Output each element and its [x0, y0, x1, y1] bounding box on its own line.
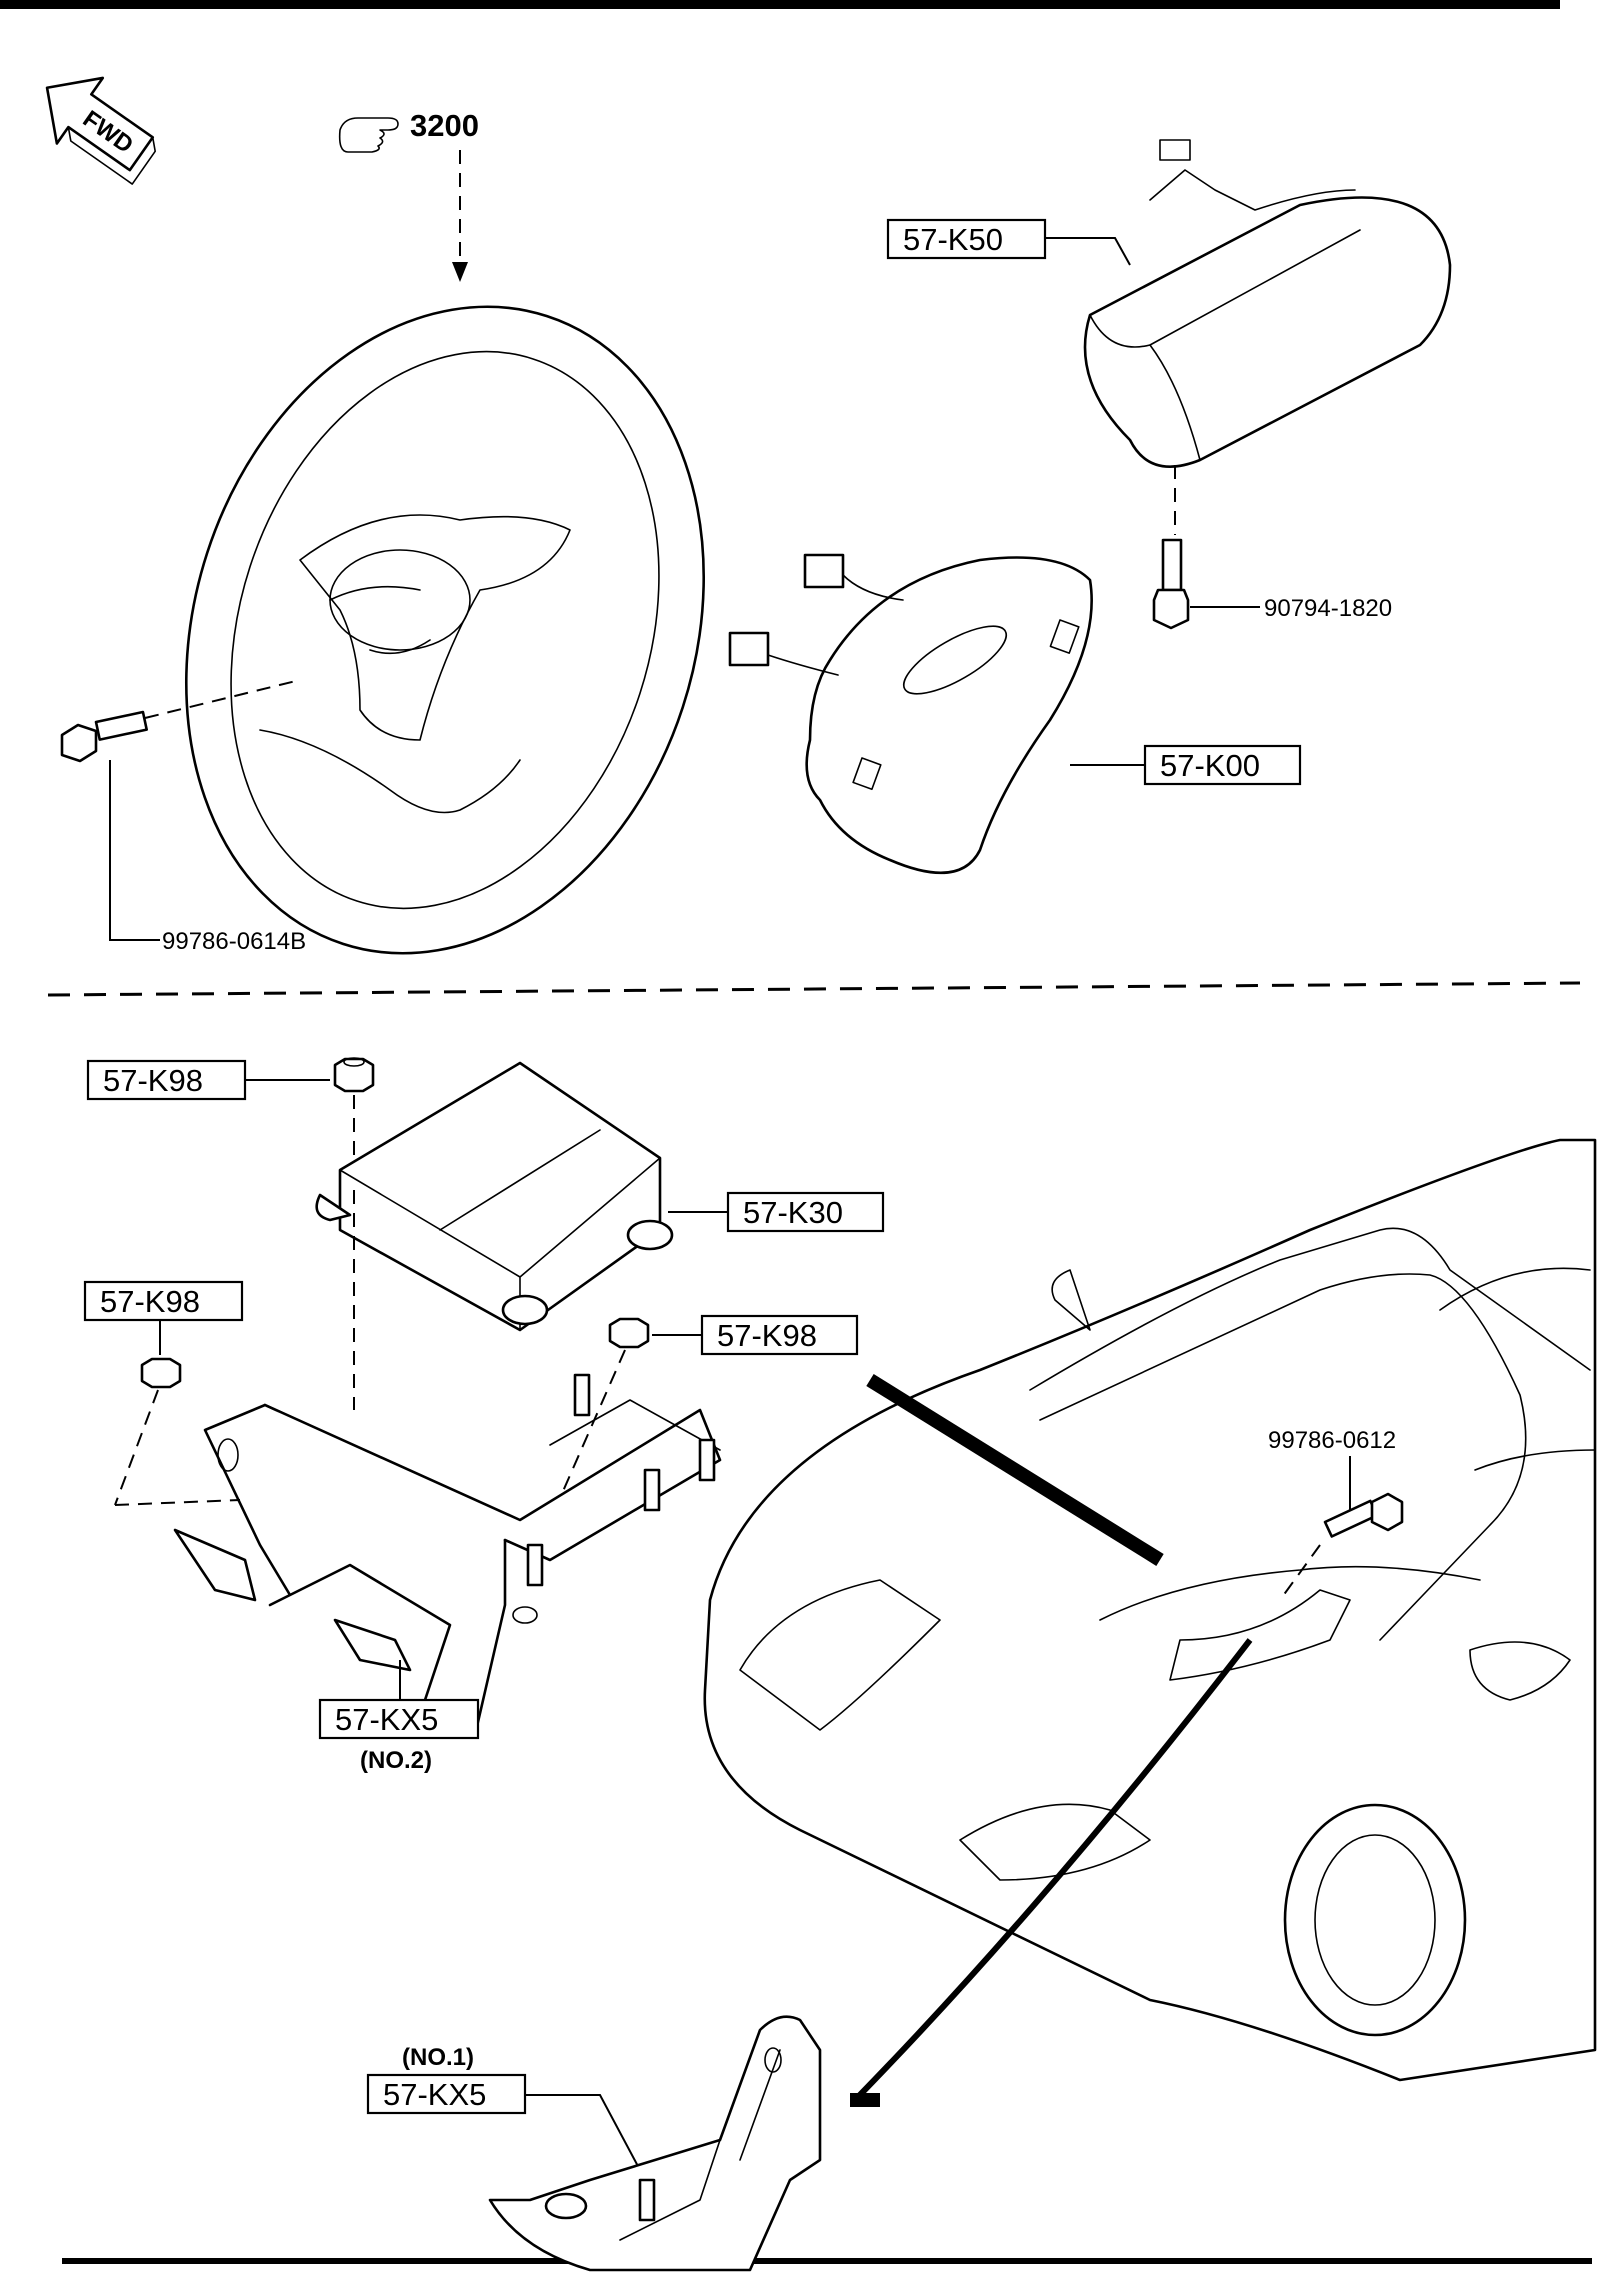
nut-left: 57-K98 [83, 1280, 244, 1506]
nut-right: 57-K98 [534, 1314, 859, 1556]
pointing-hand-icon [338, 117, 399, 153]
nut-right-label: 57-K98 [717, 1318, 817, 1353]
bracket-no2-note: (NO.2) [360, 1747, 432, 1774]
driver-airbag: 57-K00 [728, 553, 1302, 875]
bottom-border [62, 2258, 1592, 2264]
section-divider [47, 981, 1581, 997]
bracket-no1-note: (NO.1) [402, 2044, 474, 2071]
passenger-airbag-label: 57-K50 [903, 222, 1003, 257]
steering-wheel [184, 305, 706, 955]
control-module: 57-K30 [315, 1061, 885, 1332]
reference-number: 3200 [410, 108, 479, 143]
bracket-bolt-label: 99786-0612 [1268, 1427, 1396, 1454]
passenger-bolt-label: 90794-1820 [1264, 595, 1392, 622]
fwd-arrow-icon: FWD [45, 76, 156, 185]
reference-callout: 3200 [338, 108, 479, 282]
steering-bolt-label: 99786-0614B [162, 928, 306, 955]
leader-beams [850, 1374, 1253, 2107]
steering-bolt: 99786-0614B [60, 679, 306, 955]
bracket-no2: 57-KX5 (NO.2) [114, 1190, 722, 1774]
bracket-no1-label: 57-KX5 [383, 2077, 486, 2112]
control-module-label: 57-K30 [743, 1195, 843, 1230]
bracket-no1: (NO.1) 57-KX5 [366, 2015, 822, 2272]
top-border [0, 0, 1560, 9]
passenger-airbag: 57-K50 [886, 139, 1452, 535]
passenger-bolt: 90794-1820 [1152, 538, 1392, 630]
nut-top: 57-K98 [86, 1057, 375, 1190]
nut-top-label: 57-K98 [103, 1063, 203, 1098]
driver-airbag-label: 57-K00 [1160, 748, 1260, 783]
car-body [703, 1138, 1597, 2082]
nut-left-label: 57-K98 [100, 1284, 200, 1319]
bracket-bolt: 99786-0612 [1268, 1427, 1404, 1601]
bracket-no2-label: 57-KX5 [335, 1702, 438, 1737]
